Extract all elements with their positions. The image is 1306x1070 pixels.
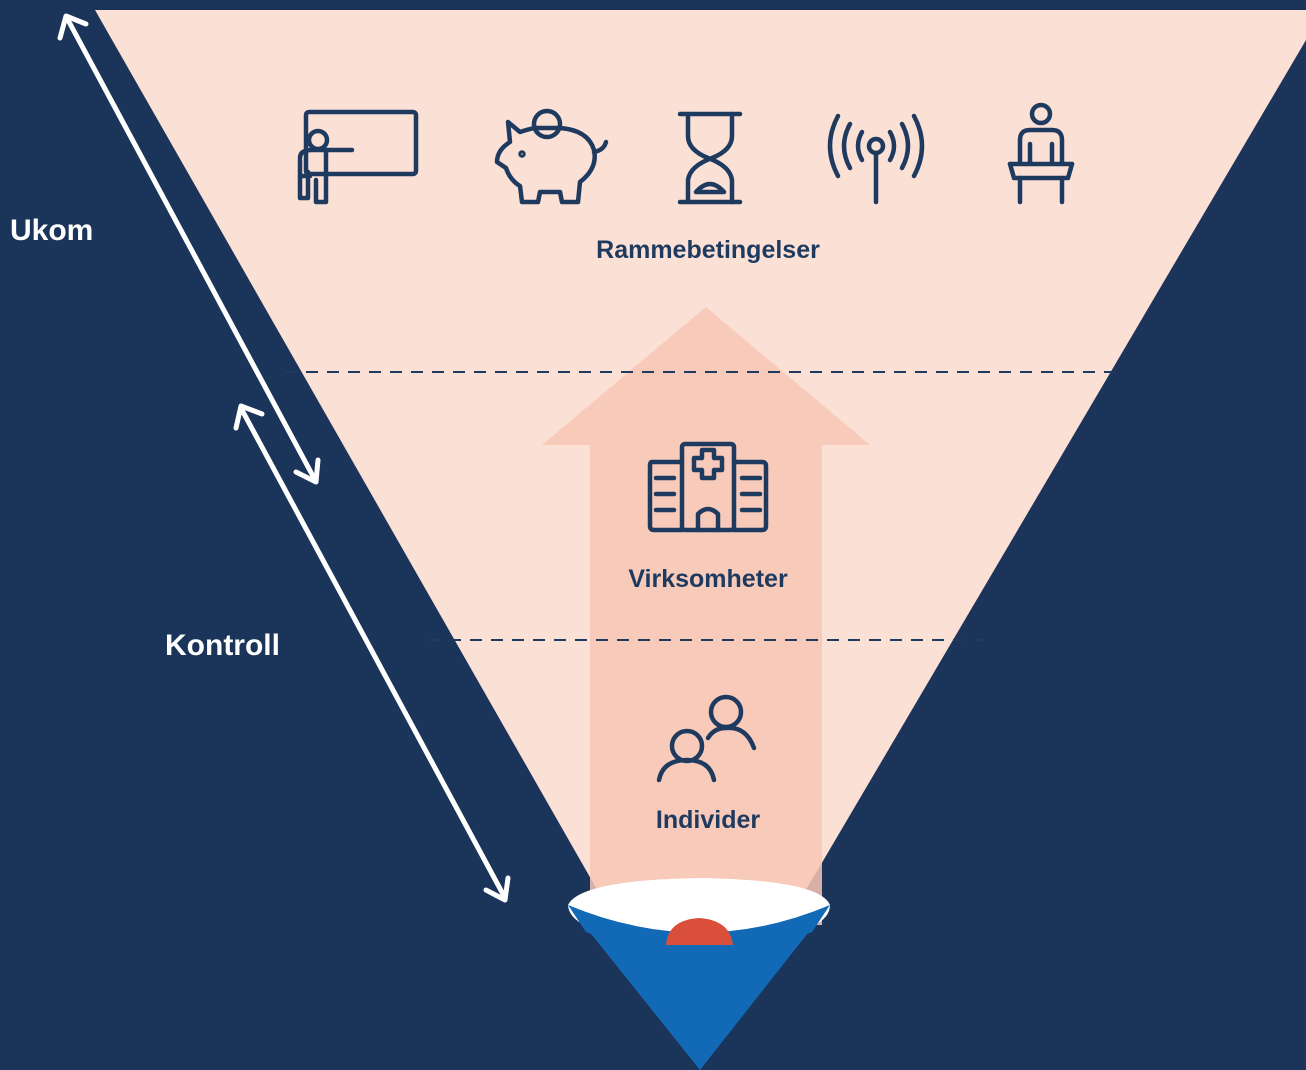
- label-rammebetingelser: Rammebetingelser: [596, 236, 820, 264]
- cup: [568, 878, 830, 1070]
- ukom-range-arrow: [57, 13, 321, 485]
- people-icon: [656, 694, 757, 783]
- label-virksomheter: Virksomheter: [628, 565, 788, 593]
- red-dot: [666, 918, 733, 945]
- label-individer: Individer: [656, 806, 760, 834]
- kontroll-range-arrow: [233, 403, 511, 903]
- person-at-desk-icon: [1007, 102, 1075, 205]
- label-kontroll: Kontroll: [165, 629, 280, 662]
- teacher-board-icon: [297, 109, 419, 205]
- upward-arrow: [542, 307, 870, 925]
- antenna-icon: [827, 113, 925, 205]
- label-ukom: Ukom: [10, 214, 93, 247]
- hospital-icon: [647, 441, 769, 533]
- piggy-bank-icon: [494, 108, 609, 205]
- hourglass-icon: [677, 111, 743, 205]
